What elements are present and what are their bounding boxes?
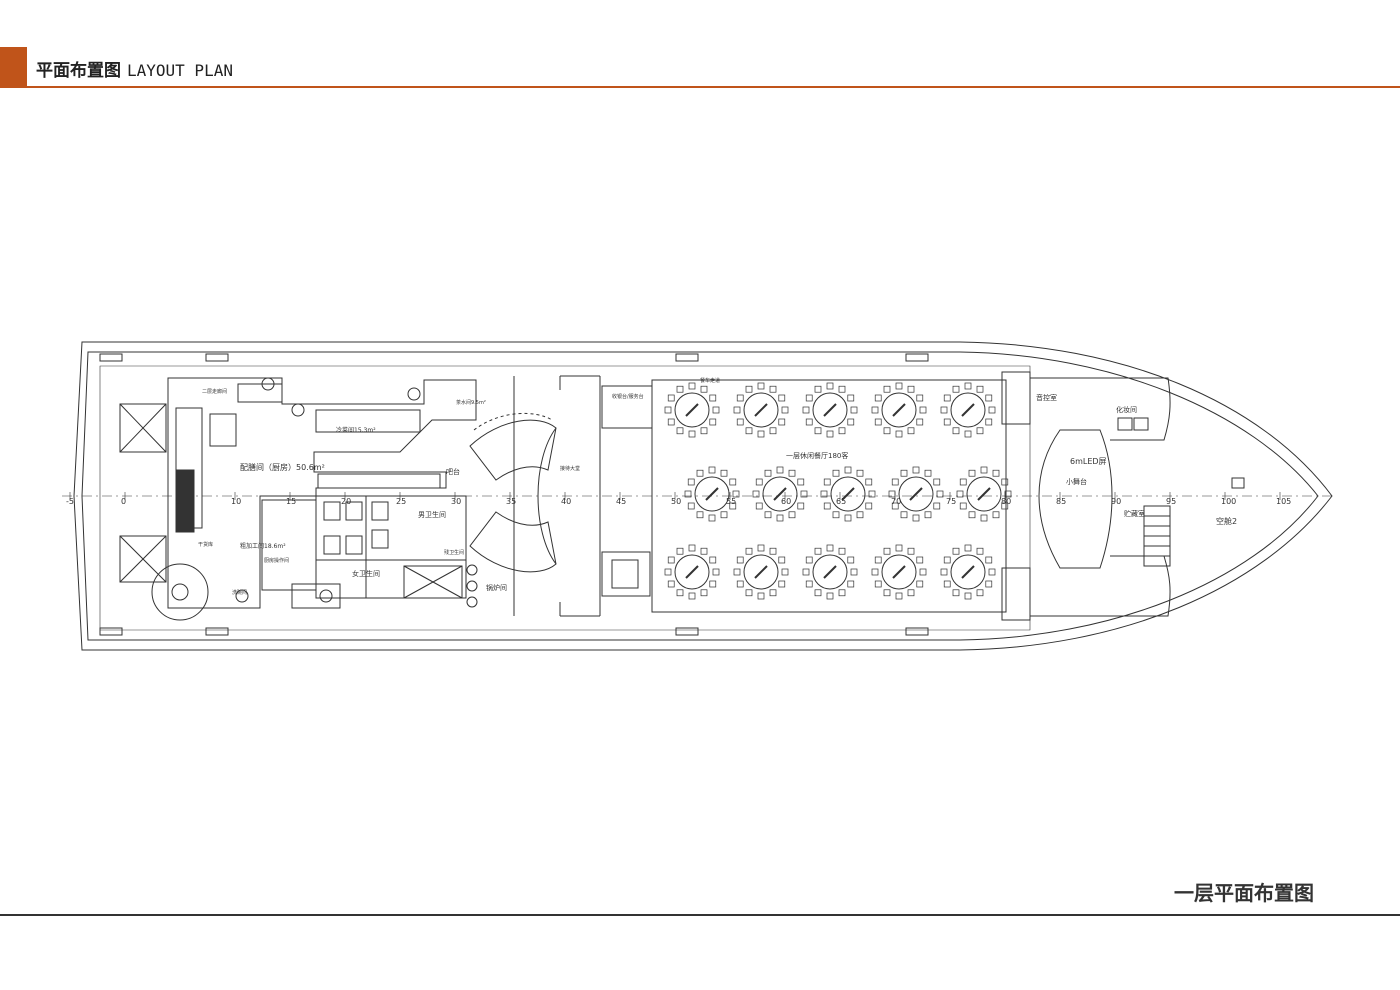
spiral-stair bbox=[151, 563, 209, 621]
label-tea: 茶水间9.5m² bbox=[456, 399, 486, 406]
label-led-screen: 6mLED屏 bbox=[1070, 457, 1107, 466]
round-table bbox=[956, 466, 1012, 522]
label-restaurant: 一层休闲餐厅180客 bbox=[786, 451, 848, 460]
round-table bbox=[664, 382, 720, 438]
round-table bbox=[871, 382, 927, 438]
frame-number: 15 bbox=[286, 497, 296, 506]
label-wash: 洗碗间 bbox=[232, 589, 247, 596]
round-table bbox=[888, 466, 944, 522]
header-accent-block bbox=[0, 47, 27, 88]
round-table bbox=[820, 466, 876, 522]
page-title-cn: 平面布置图 bbox=[36, 61, 121, 81]
bar-counter bbox=[601, 385, 653, 429]
bollards bbox=[99, 353, 1245, 636]
label-gents: 男卫生间 bbox=[418, 510, 446, 519]
frame-number: 105 bbox=[1276, 497, 1291, 506]
round-table bbox=[684, 466, 740, 522]
frame-number: 50 bbox=[671, 497, 681, 506]
label-lobby: 接待大堂 bbox=[560, 465, 580, 472]
deck-rail bbox=[99, 365, 1031, 631]
frame-number: 20 bbox=[341, 497, 351, 506]
label-galley-work: 厨房操作间 bbox=[264, 557, 289, 564]
round-table bbox=[752, 466, 808, 522]
frame-number: 85 bbox=[1056, 497, 1066, 506]
frame-number: 5 bbox=[176, 497, 181, 506]
frame-number: 75 bbox=[946, 497, 956, 506]
drawing-caption: 一层平面布置图 bbox=[1174, 881, 1314, 905]
page-title-en: LAYOUT PLAN bbox=[127, 61, 233, 80]
frame-number: 10 bbox=[231, 497, 241, 506]
frame-number-labels: -5 0 5 10 15 20 25 30 35 40 45 50 55 60 65 70 75 80 85 90 95… bbox=[66, 497, 1291, 506]
label-bar: 吧台 bbox=[446, 467, 460, 476]
lift bbox=[601, 551, 651, 597]
round-table bbox=[940, 544, 996, 600]
frame-number: 80 bbox=[1001, 497, 1011, 506]
frame-number: 55 bbox=[726, 497, 736, 506]
page-title: 平面布置图 LAYOUT PLAN bbox=[36, 56, 233, 81]
frame-number: 35 bbox=[506, 497, 516, 506]
label-makeup: 化妆间 bbox=[1116, 405, 1137, 414]
frame-number: 70 bbox=[891, 497, 901, 506]
toilet-block bbox=[315, 495, 467, 599]
label-prep-area: 粗加工间18.6m² bbox=[240, 542, 286, 550]
galley-walls bbox=[167, 377, 477, 609]
round-table bbox=[802, 544, 858, 600]
frame-number: 60 bbox=[781, 497, 791, 506]
frame-number: 0 bbox=[121, 497, 126, 506]
label-dish-room: 配膳间（厨房）50.6m² bbox=[240, 462, 325, 472]
round-table bbox=[733, 382, 789, 438]
label-stage: 小舞台 bbox=[1066, 477, 1087, 486]
restaurant-area bbox=[651, 379, 1007, 613]
label-aisle: 餐车走道 bbox=[700, 377, 720, 384]
frame-number: 25 bbox=[396, 497, 406, 506]
frame-number: 90 bbox=[1111, 497, 1121, 506]
frame-number: 30 bbox=[451, 497, 461, 506]
round-table bbox=[664, 544, 720, 600]
footer-divider bbox=[0, 914, 1400, 916]
label-control-room: 音控室 bbox=[1036, 393, 1057, 402]
label-boiler: 锅炉间 bbox=[486, 583, 507, 592]
label-disabled-wc: 残卫生间 bbox=[444, 549, 464, 556]
aft-room-top bbox=[119, 403, 167, 453]
label-upper-corridor: 二层走廊间 bbox=[202, 388, 227, 395]
header-divider bbox=[27, 86, 1400, 88]
label-ladies: 女卫生间 bbox=[352, 569, 380, 578]
label-cold-room: 冷菜间15.3m² bbox=[336, 426, 376, 434]
label-bow-void: 空舱2 bbox=[1216, 516, 1237, 526]
led-arc bbox=[1038, 429, 1113, 569]
frame-number: 100 bbox=[1221, 497, 1236, 506]
frame-number: 40 bbox=[561, 497, 571, 506]
label-storage: 贮藏室 bbox=[1124, 509, 1145, 518]
frame-number: 95 bbox=[1166, 497, 1176, 506]
round-table bbox=[871, 544, 927, 600]
round-table bbox=[733, 544, 789, 600]
dining-tables bbox=[664, 382, 1012, 600]
frame-number: 45 bbox=[616, 497, 626, 506]
grand-staircase bbox=[469, 419, 557, 481]
label-dry-store: 干货库 bbox=[198, 541, 213, 548]
label-cashier: 收银台/服务台 bbox=[612, 393, 644, 400]
round-table bbox=[940, 382, 996, 438]
frame-number: 65 bbox=[836, 497, 846, 506]
aft-room-bottom bbox=[119, 535, 167, 583]
frame-number: -5 bbox=[66, 497, 74, 506]
round-table bbox=[802, 382, 858, 438]
